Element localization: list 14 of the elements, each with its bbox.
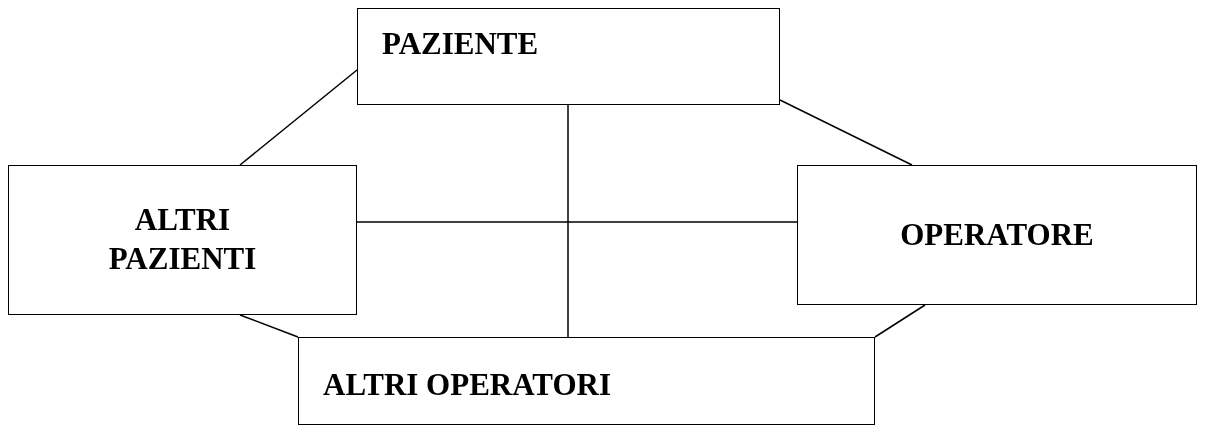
connector-line bbox=[779, 99, 913, 166]
text-box bbox=[8, 165, 357, 315]
text-box bbox=[797, 165, 1197, 305]
connector-line bbox=[239, 69, 358, 166]
text-box bbox=[357, 8, 780, 105]
connector-line bbox=[239, 314, 299, 338]
connector-line bbox=[356, 221, 798, 223]
box-label: ALTRI OPERATORI bbox=[322, 366, 612, 404]
connector-line bbox=[567, 104, 569, 338]
box-label: OPERATORE bbox=[899, 215, 1095, 254]
text-box bbox=[298, 337, 875, 425]
connector-line bbox=[874, 304, 926, 338]
box-label: PAZIENTE bbox=[381, 25, 540, 63]
box-label: ALTRI PAZIENTI bbox=[107, 201, 258, 278]
